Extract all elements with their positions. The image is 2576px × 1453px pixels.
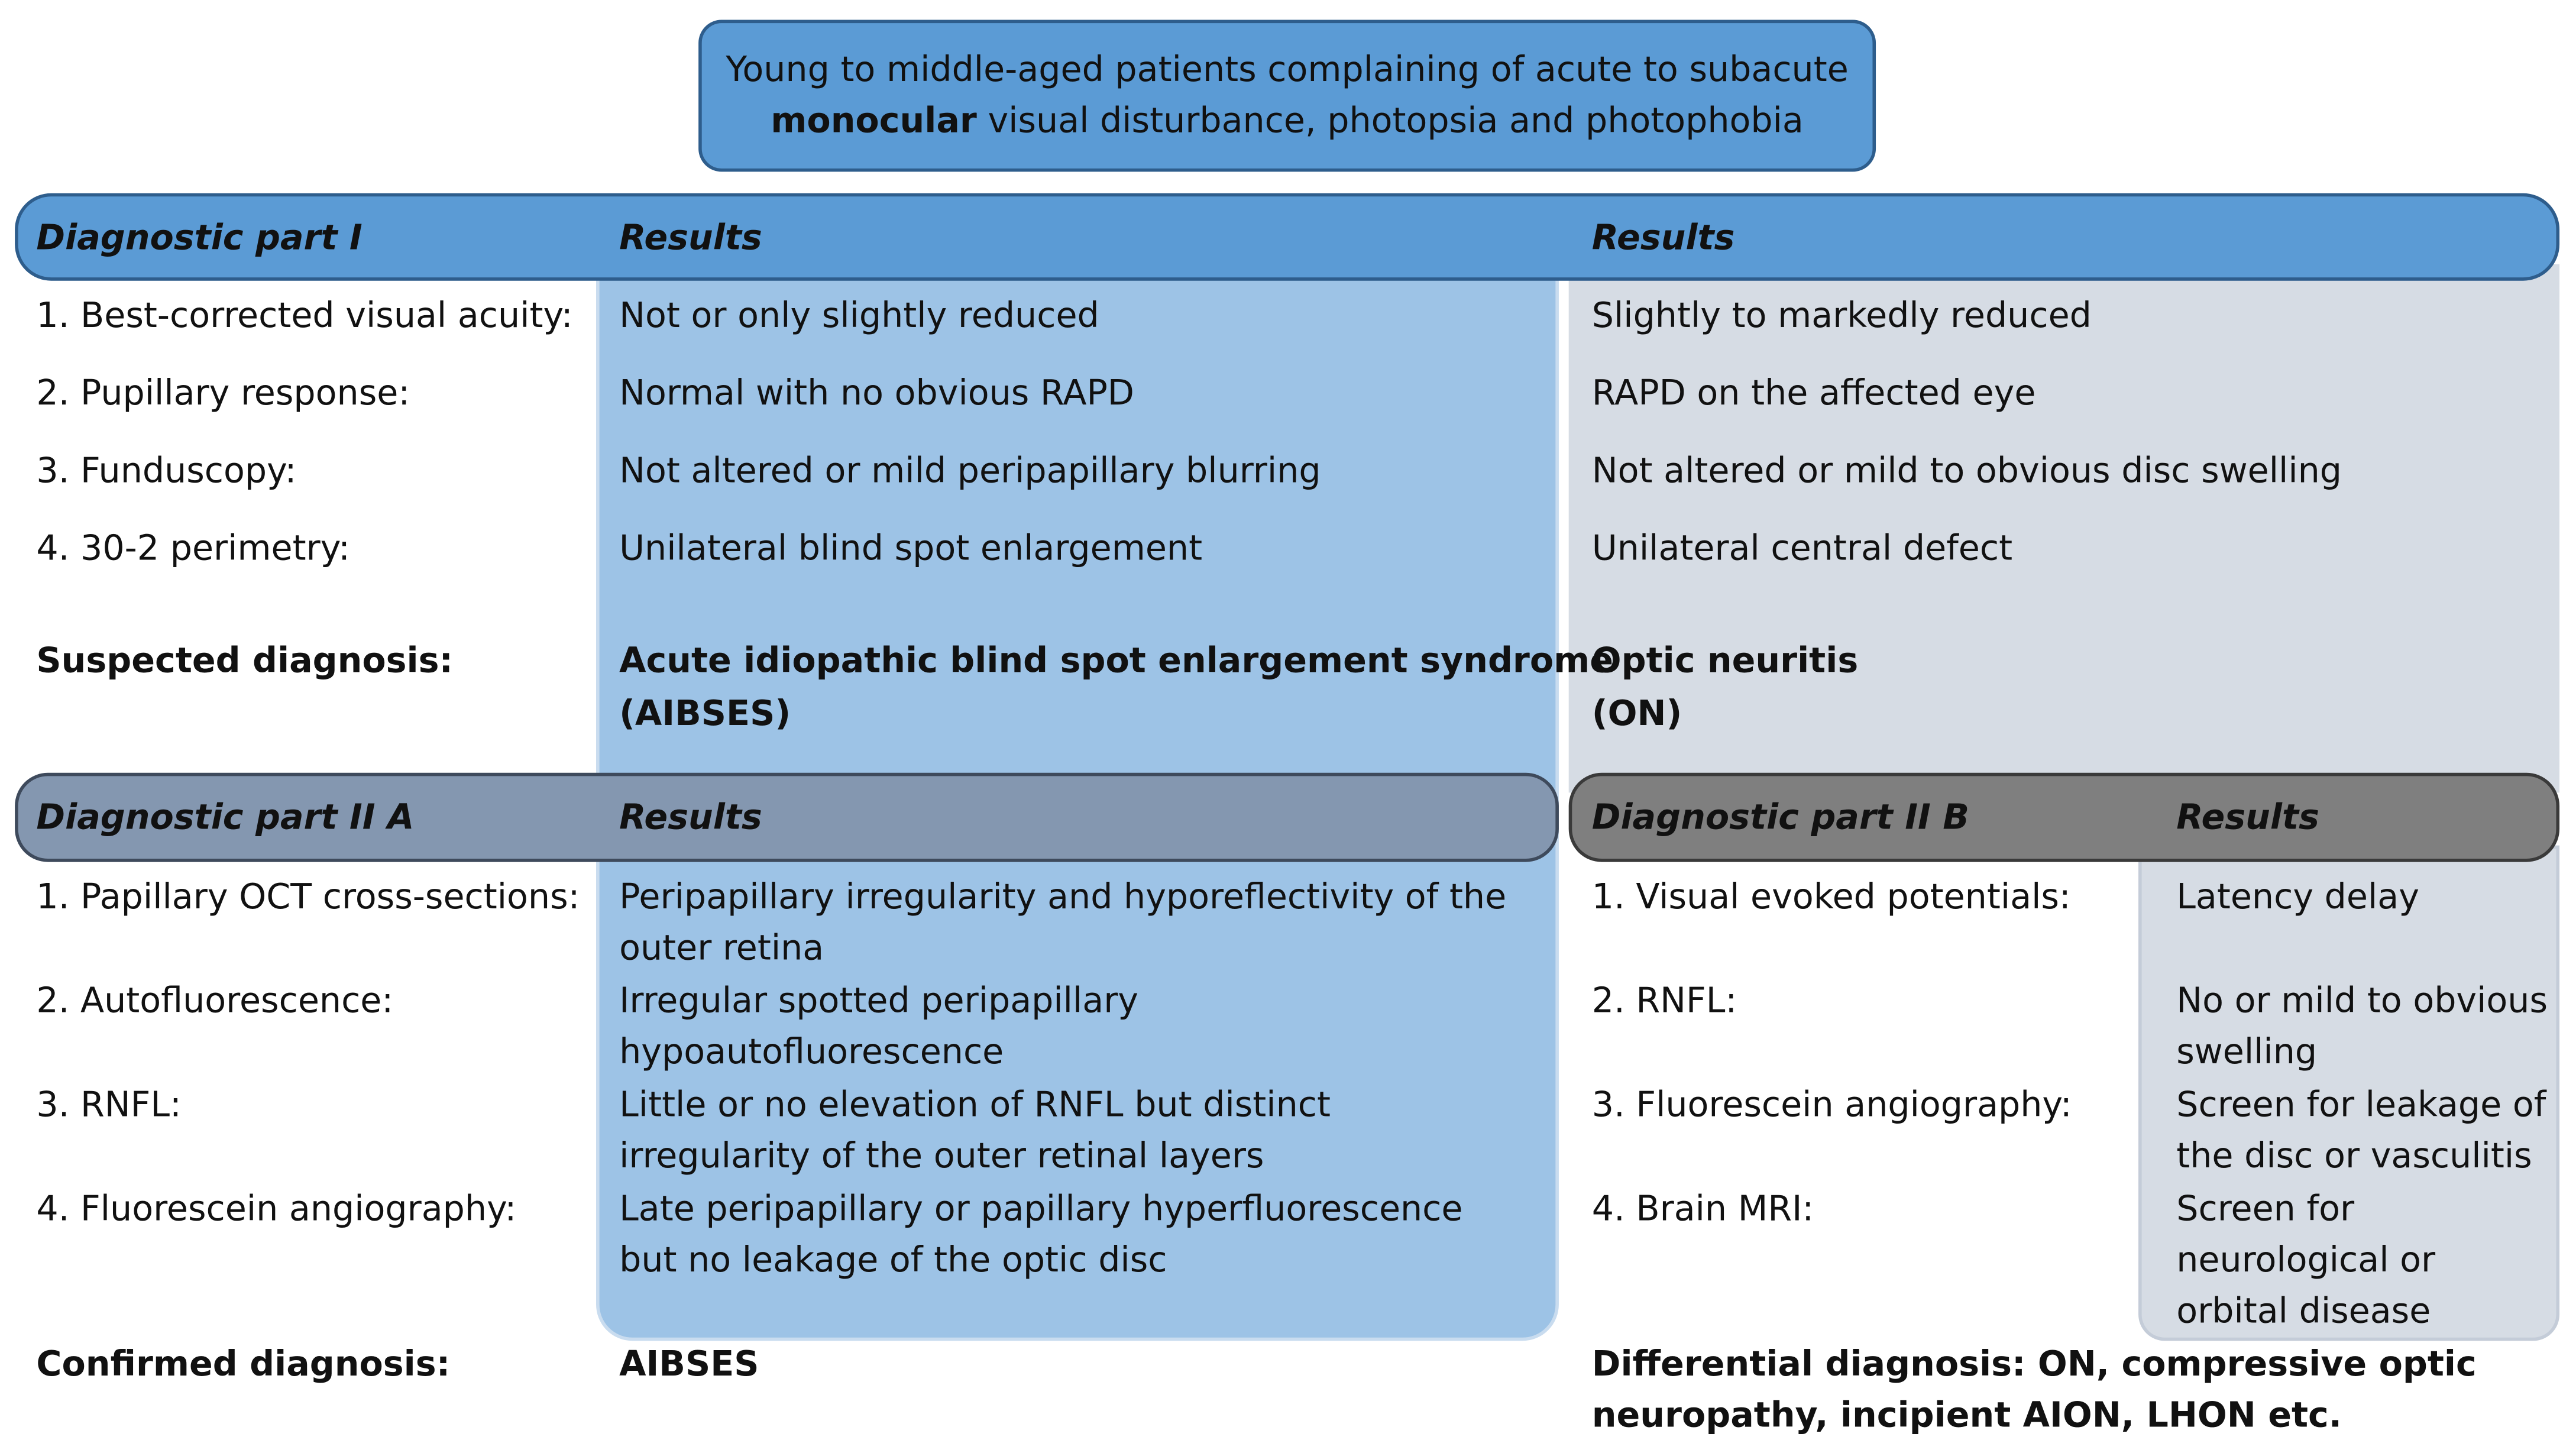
suspected-diagnosis-b-line: (ON) xyxy=(1591,693,1682,733)
part2b-results-header: Results xyxy=(2176,797,2319,837)
differential-diagnosis-line: neuropathy, incipient AION, LHON etc. xyxy=(1591,1395,2342,1435)
part1-row-label: 1. Best-corrected visual acuity: xyxy=(36,295,573,335)
part2a-row-value-line: hypoautofluorescence xyxy=(619,1032,1004,1072)
part1-row-result-a: Not altered or mild peripapillary blurri… xyxy=(619,451,1321,491)
part2a-row-value-line: Irregular spotted peripapillary xyxy=(619,980,1139,1021)
intro-bold-word: monocular xyxy=(771,101,977,141)
confirmed-diagnosis-value: AIBSES xyxy=(619,1344,759,1384)
suspected-diagnosis-a-line: Acute idiopathic blind spot enlargement … xyxy=(619,640,1614,681)
part2b-row-value-line: orbital disease xyxy=(2176,1291,2431,1331)
part2a-row-label: 3. RNFL: xyxy=(36,1085,182,1125)
part2b-row-label: 4. Brain MRI: xyxy=(1591,1189,1814,1229)
part2b-row-label: 1. Visual evoked potentials: xyxy=(1591,876,2071,917)
part1-header-bar xyxy=(15,193,2560,281)
part1-row-label: 2. Pupillary response: xyxy=(36,373,410,413)
part1-header: Diagnostic part I xyxy=(36,218,363,258)
part2b-results-column-background xyxy=(2138,845,2560,1341)
suspected-diagnosis-label: Suspected diagnosis: xyxy=(36,640,454,681)
part2b-header: Diagnostic part II B xyxy=(1591,797,1969,837)
part2a-row-value-line: outer retina xyxy=(619,928,824,968)
intro-box: Young to middle-aged patients complainin… xyxy=(698,20,1876,172)
part1-row-result-a: Unilateral blind spot enlargement xyxy=(619,528,1203,568)
part2b-row-value-line: the disc or vasculitis xyxy=(2176,1136,2532,1176)
confirmed-diagnosis-label: Confirmed diagnosis: xyxy=(36,1344,451,1384)
part2a-header: Diagnostic part II A xyxy=(36,797,415,837)
part2b-row-label: 3. Fluorescein angiography: xyxy=(1591,1085,2072,1125)
part2b-header-bar xyxy=(1568,772,2560,862)
intro-line-2-rest: visual disturbance, photopsia and photop… xyxy=(976,101,1804,141)
part1-results-a-header: Results xyxy=(619,218,762,258)
part2a-row-label: 2. Autofluorescence: xyxy=(36,980,394,1021)
part2a-row-value-line: but no leakage of the optic disc xyxy=(619,1240,1167,1280)
differential-diagnosis-line: Differential diagnosis: ON, compressive … xyxy=(1591,1344,2477,1384)
part2b-row-value-line: Screen for leakage of xyxy=(2176,1085,2546,1125)
suspected-diagnosis-a-line: (AIBSES) xyxy=(619,693,791,733)
intro-line-1: Young to middle-aged patients complainin… xyxy=(726,49,1849,89)
part2b-row-value-line: swelling xyxy=(2176,1032,2318,1072)
optic-neuritis-column-background xyxy=(1568,264,2560,793)
part2a-row-value-line: Peripapillary irregularity and hyporefle… xyxy=(619,876,1507,917)
part2a-row-value-line: Little or no elevation of RNFL but disti… xyxy=(619,1085,1331,1125)
intro-line-2: monocular visual disturbance, photopsia … xyxy=(702,96,1873,147)
part1-row-result-a: Not or only slightly reduced xyxy=(619,295,1099,335)
suspected-diagnosis-b-line: Optic neuritis xyxy=(1591,640,1859,681)
part1-results-b-header: Results xyxy=(1591,218,1735,258)
part2a-row-label: 1. Papillary OCT cross-sections: xyxy=(36,876,580,917)
part2a-row-value-line: irregularity of the outer retinal layers xyxy=(619,1136,1264,1176)
part2b-row-value-line: neurological or xyxy=(2176,1240,2436,1280)
part1-row-label: 3. Funduscopy: xyxy=(36,451,297,491)
part1-row-result-b: Not altered or mild to obvious disc swel… xyxy=(1591,451,2342,491)
part1-row-label: 4. 30-2 perimetry: xyxy=(36,528,350,568)
part2a-header-bar xyxy=(15,772,1559,862)
part2b-row-label: 2. RNFL: xyxy=(1591,980,1737,1021)
part2a-row-value-line: Late peripapillary or papillary hyperflu… xyxy=(619,1189,1463,1229)
part1-row-result-b: Slightly to markedly reduced xyxy=(1591,295,2092,335)
part2b-row-value-line: Latency delay xyxy=(2176,876,2419,917)
part2b-row-value-line: No or mild to obvious xyxy=(2176,980,2548,1021)
part1-row-result-b: RAPD on the affected eye xyxy=(1591,373,2036,413)
part2b-row-value-line: Screen for xyxy=(2176,1189,2355,1229)
part2a-row-label: 4. Fluorescein angiography: xyxy=(36,1189,517,1229)
part1-row-result-b: Unilateral central defect xyxy=(1591,528,2013,568)
part1-row-result-a: Normal with no obvious RAPD xyxy=(619,373,1134,413)
part2a-results-header: Results xyxy=(619,797,762,837)
